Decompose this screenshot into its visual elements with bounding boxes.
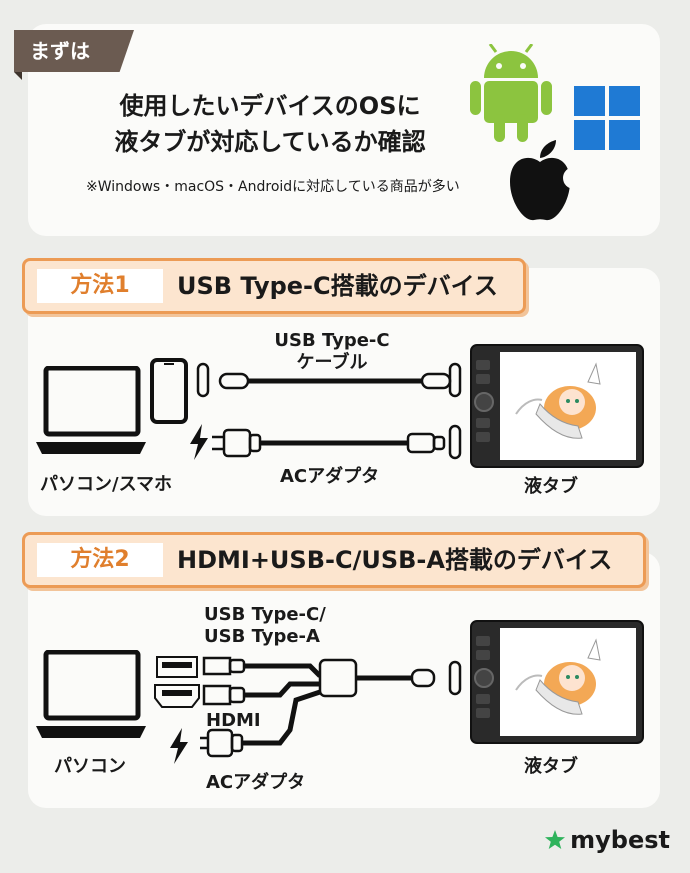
smartphone-icon bbox=[150, 358, 188, 424]
brand-name: mybest bbox=[570, 826, 670, 854]
laptop-icon bbox=[36, 366, 146, 454]
usb-label-line1: USB Type-C/ bbox=[204, 604, 326, 625]
apple-icon bbox=[510, 140, 574, 221]
method2-header: 方法2 HDMI+USB-C/USB-A搭載のデバイス bbox=[22, 532, 646, 588]
hdmi-label: HDMI bbox=[206, 710, 261, 731]
lightning-icon bbox=[190, 424, 208, 460]
usb-c-cable-label-line2: ケーブル bbox=[296, 352, 368, 373]
laptop-icon-2 bbox=[36, 650, 146, 738]
device-label: パソコン/スマホ bbox=[40, 474, 173, 495]
device-label-2: パソコン bbox=[54, 756, 126, 777]
tablet-label: 液タブ bbox=[524, 476, 578, 497]
usb-a-port-icon bbox=[156, 656, 198, 678]
usb-c-port-icon bbox=[196, 362, 210, 398]
intro-tag: まずは bbox=[14, 30, 134, 72]
intro-title-line2: 液タブが対応しているか確認 bbox=[114, 128, 426, 156]
usb-label: USB Type-C/ USB Type-A bbox=[204, 604, 326, 648]
brand-logo: mybest bbox=[544, 826, 670, 854]
intro-note: ※Windows・macOS・Androidに対応している商品が多い bbox=[86, 179, 460, 195]
intro-tag-fold bbox=[14, 72, 22, 80]
method1-label: 方法1 bbox=[37, 269, 163, 303]
tablet-usb-c-port-icon bbox=[448, 362, 462, 398]
lightning-icon-2 bbox=[170, 728, 188, 764]
method2-title: HDMI+USB-C/USB-A搭載のデバイス bbox=[177, 546, 613, 574]
intro-title-line1: 使用したいデバイスのOSに bbox=[119, 92, 421, 120]
pen-tablet-icon-2 bbox=[470, 620, 644, 744]
windows-icon bbox=[574, 86, 640, 150]
ac-adapter-label-2: ACアダプタ bbox=[206, 772, 306, 793]
usb-label-line2: USB Type-A bbox=[204, 626, 320, 647]
usb-c-cable-label: USB Type-C ケーブル bbox=[262, 330, 402, 374]
hdmi-port-icon bbox=[154, 684, 200, 708]
star-icon bbox=[545, 830, 566, 849]
usb-c-cable bbox=[218, 372, 452, 390]
ac-adapter-label: ACアダプタ bbox=[280, 466, 380, 487]
hub-cables bbox=[200, 656, 436, 758]
method1-title: USB Type-C搭載のデバイス bbox=[177, 272, 498, 300]
pen-tablet-icon bbox=[470, 344, 644, 468]
tablet-power-port-icon bbox=[448, 424, 462, 460]
intro-title: 使用したいデバイスのOSに 液タブが対応しているか確認 bbox=[60, 88, 480, 160]
method1-header: 方法1 USB Type-C搭載のデバイス bbox=[22, 258, 526, 314]
ac-adapter-cable bbox=[212, 428, 446, 458]
usb-c-cable-label-line1: USB Type-C bbox=[274, 330, 390, 351]
tablet-label-2: 液タブ bbox=[524, 756, 578, 777]
method2-label: 方法2 bbox=[37, 543, 163, 577]
android-icon bbox=[470, 44, 552, 142]
tablet-usb-c-port-icon-2 bbox=[448, 660, 462, 696]
